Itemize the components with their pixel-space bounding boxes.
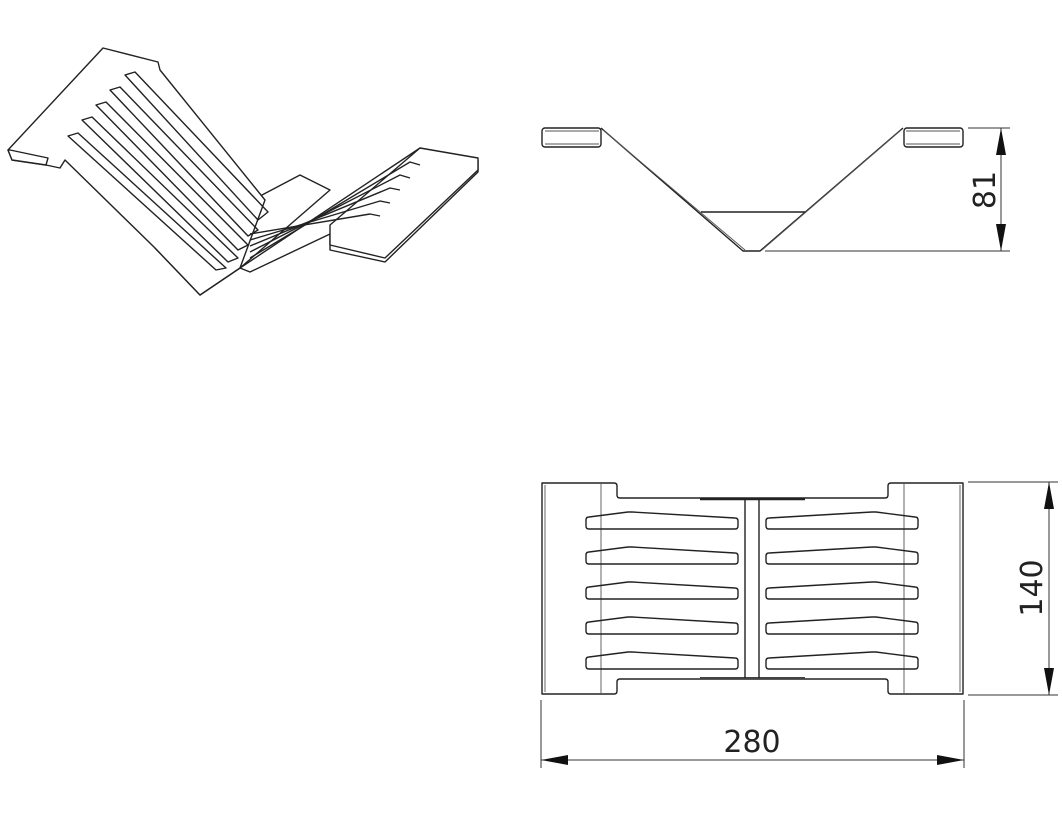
iso-left-slats: [67, 71, 269, 271]
iso-right-flange: [329, 147, 479, 259]
dimension-depth: 140: [968, 481, 1058, 696]
top-slats: [585, 511, 919, 670]
slat-right: [765, 546, 919, 565]
iso-left-panel: [7, 47, 266, 296]
dimension-height: 81: [765, 127, 1010, 252]
dimension-width: 280: [540, 700, 965, 768]
slat-left: [585, 616, 739, 635]
dimension-depth-label: 140: [1015, 559, 1050, 616]
iso-left-flange-edge: [7, 149, 49, 166]
slat-left: [585, 581, 739, 600]
slat-right: [765, 581, 919, 600]
slat-right: [765, 511, 919, 530]
front-right-flange: [903, 127, 964, 148]
slat-right: [765, 616, 919, 635]
slat-left: [585, 546, 739, 565]
isometric-view: [7, 47, 479, 296]
slat-left: [585, 511, 739, 530]
slat-left: [585, 651, 739, 670]
top-view: 140 280: [540, 481, 1058, 768]
dimension-height-label: 81: [968, 171, 1003, 209]
front-v-profile: [600, 127, 904, 252]
front-view: 81: [541, 127, 1010, 252]
slat-right: [765, 651, 919, 670]
front-left-flange: [541, 127, 602, 148]
top-outline: [541, 482, 964, 695]
iso-right-slats: [249, 161, 421, 259]
dimension-width-label: 280: [723, 725, 780, 760]
